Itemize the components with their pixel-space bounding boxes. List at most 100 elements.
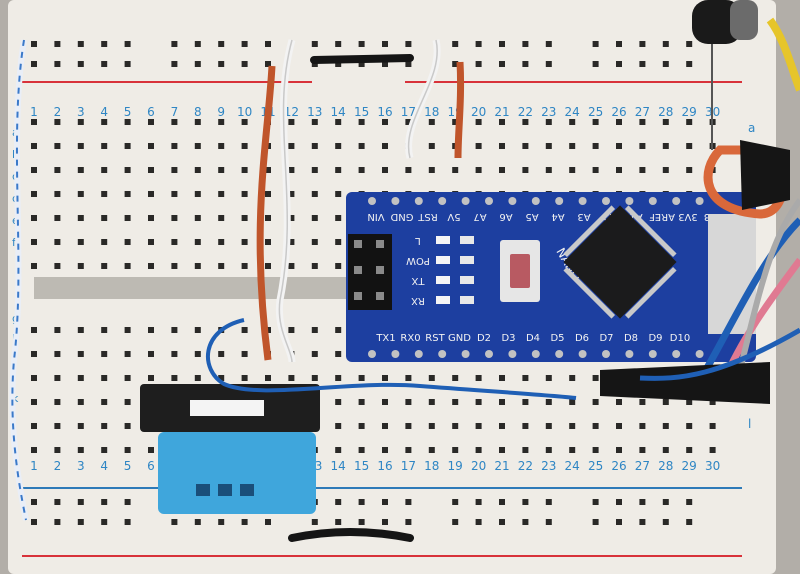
icsp-pins xyxy=(354,240,384,300)
grid-hole xyxy=(639,119,646,125)
rail-hole xyxy=(171,61,178,67)
grid-hole xyxy=(569,143,576,149)
row-letters-right: al xyxy=(748,121,755,431)
grid-hole xyxy=(31,119,37,125)
grid-hole xyxy=(569,423,576,429)
grid-hole xyxy=(545,447,552,453)
rail-hole xyxy=(194,519,201,525)
column-number: 29 xyxy=(682,459,697,473)
grid-hole xyxy=(171,327,178,333)
grid-hole xyxy=(288,119,295,125)
black-jumper-top xyxy=(310,54,414,64)
rail-hole xyxy=(358,41,365,47)
grid-hole xyxy=(124,263,131,269)
led-label: POW xyxy=(406,255,430,266)
rail-hole xyxy=(452,61,459,67)
grid-hole xyxy=(499,447,505,453)
grid-hole xyxy=(31,375,37,381)
header-pin xyxy=(602,350,610,358)
grid-hole xyxy=(241,167,248,173)
grid-hole xyxy=(662,119,669,125)
grid-hole xyxy=(218,239,225,245)
grid-hole xyxy=(124,351,131,357)
pin-label: A5 xyxy=(525,211,538,222)
header-pin xyxy=(391,350,400,358)
column-number: 16 xyxy=(377,105,392,119)
grid-hole xyxy=(54,327,61,333)
grid-hole xyxy=(31,351,37,357)
header-pin xyxy=(531,197,540,205)
rail-hole xyxy=(662,519,669,525)
blue-wire-sensor xyxy=(206,318,577,400)
grid-hole xyxy=(428,423,435,429)
cable-bundle-right xyxy=(600,140,800,404)
grid-hole xyxy=(569,375,576,381)
rail-hole xyxy=(452,499,459,505)
grid-hole xyxy=(545,423,552,429)
grid-hole xyxy=(686,167,693,173)
rail-hole xyxy=(311,61,318,67)
column-number: 6 xyxy=(147,105,155,119)
rail-hole xyxy=(101,41,108,47)
rail-hole xyxy=(335,499,342,505)
grid-hole xyxy=(592,143,599,149)
grid-hole xyxy=(148,327,154,333)
grid-hole xyxy=(124,423,131,429)
rail-hole xyxy=(335,41,342,47)
grid-hole xyxy=(77,327,84,333)
grid-hole xyxy=(194,167,201,173)
pin-label: 3V3 xyxy=(678,211,698,222)
grid-hole xyxy=(77,143,84,149)
column-number: 15 xyxy=(354,105,369,119)
grid-hole xyxy=(194,191,201,197)
smd-resistor xyxy=(460,256,474,264)
grid-hole xyxy=(148,143,154,149)
grid-hole xyxy=(101,119,108,125)
grid-hole xyxy=(616,399,622,405)
column-number: 14 xyxy=(331,105,346,119)
grid-hole xyxy=(148,167,154,173)
grid-hole xyxy=(662,423,669,429)
rail-hole xyxy=(499,519,505,525)
grid-hole xyxy=(77,191,84,197)
header-pin xyxy=(648,197,657,205)
header-pin xyxy=(531,350,540,358)
grid-hole xyxy=(101,143,108,149)
pin-label: D5 xyxy=(550,333,564,344)
grid-hole xyxy=(31,191,37,197)
grid-hole xyxy=(405,119,412,125)
pin-label: GND xyxy=(390,211,413,222)
header-pin xyxy=(578,197,587,205)
grid-hole xyxy=(265,215,271,221)
header-pin xyxy=(695,350,704,358)
rail-hole xyxy=(31,41,37,47)
grid-hole xyxy=(241,351,248,357)
grid-hole xyxy=(569,167,576,173)
pin-label: D9 xyxy=(648,333,662,344)
grid-hole xyxy=(265,167,271,173)
grid-hole xyxy=(639,143,646,149)
pin-label: RST xyxy=(425,333,445,344)
rail-hole xyxy=(452,41,459,47)
grid-hole xyxy=(194,239,201,245)
grid-hole xyxy=(499,143,505,149)
grid-hole xyxy=(124,447,131,453)
rail-hole xyxy=(616,499,622,505)
grid-hole xyxy=(335,351,342,357)
grid-hole xyxy=(569,119,576,125)
grid-hole xyxy=(709,423,716,429)
grid-hole xyxy=(171,191,178,197)
grid-hole xyxy=(101,239,108,245)
column-number: 16 xyxy=(377,459,392,473)
grid-hole xyxy=(499,167,505,173)
rail-hole xyxy=(475,519,482,525)
grid-hole xyxy=(428,447,435,453)
grid-hole xyxy=(171,167,178,173)
grid-hole xyxy=(77,375,84,381)
pin-label: A7 xyxy=(473,211,486,222)
rail-hole xyxy=(77,61,84,67)
grid-hole xyxy=(335,447,342,453)
pin-label: A4 xyxy=(551,211,564,222)
rail-hole xyxy=(592,499,599,505)
